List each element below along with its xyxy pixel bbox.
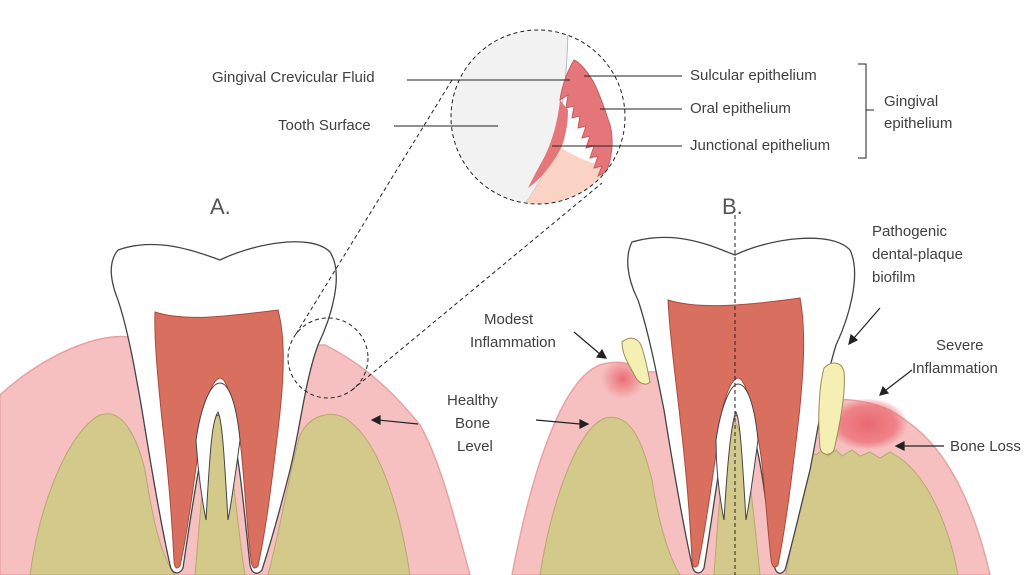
label-modest-2: Inflammation xyxy=(470,334,556,351)
label-biofilm-3: biofilm xyxy=(872,269,915,286)
label-junctional-epithelium: Junctional epithelium xyxy=(690,137,830,154)
label-healthy-3: Level xyxy=(457,438,493,455)
label-sulcular-epithelium: Sulcular epithelium xyxy=(690,67,817,84)
label-biofilm-1: Pathogenic xyxy=(872,223,948,240)
label-healthy-1: Healthy xyxy=(447,392,498,409)
zoom-connector-lower xyxy=(352,183,602,390)
panel-b-periodontitis xyxy=(512,215,990,575)
label-epithelium: epithelium xyxy=(884,115,952,132)
label-severe-2: Inflammation xyxy=(912,360,998,377)
label-tooth-surface: Tooth Surface xyxy=(278,117,371,134)
epithelium-inset xyxy=(440,20,630,215)
label-biofilm-2: dental-plaque xyxy=(872,246,963,263)
label-bone-loss: Bone Loss xyxy=(950,438,1021,455)
panel-a-label: A. xyxy=(210,194,231,219)
label-severe-1: Severe xyxy=(936,337,984,354)
gingival-epithelium-brace xyxy=(858,64,874,158)
label-modest-1: Modest xyxy=(484,311,534,328)
panel-a-healthy xyxy=(0,242,470,575)
label-gingival: Gingival xyxy=(884,93,938,110)
label-gcf: Gingival Crevicular Fluid xyxy=(212,69,375,86)
label-healthy-2: Bone xyxy=(455,415,490,432)
panel-b-label: B. xyxy=(722,194,743,219)
label-oral-epithelium: Oral epithelium xyxy=(690,100,791,117)
